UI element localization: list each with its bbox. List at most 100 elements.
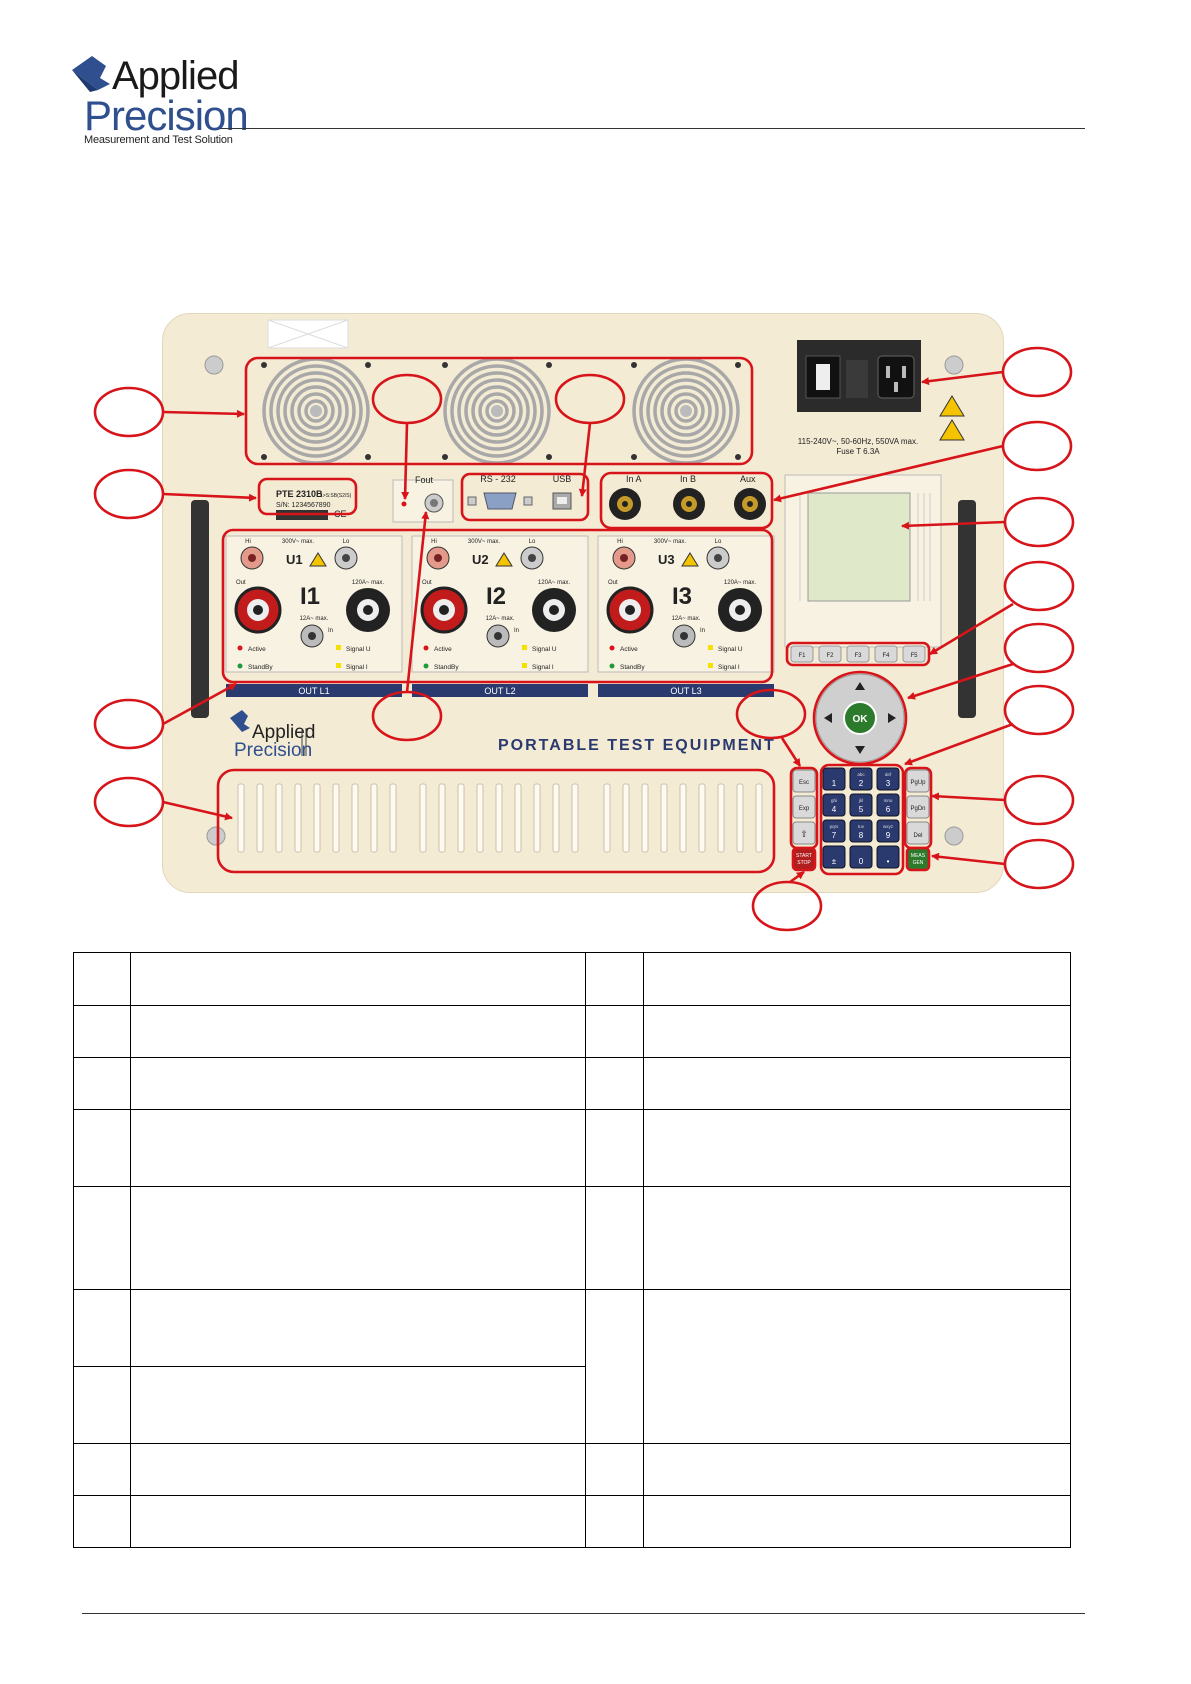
- active-led: [609, 645, 615, 651]
- svg-text:PgUp: PgUp: [910, 780, 926, 786]
- vent-slot: [370, 783, 378, 853]
- svg-text:GEN: GEN: [913, 860, 924, 866]
- vent-slot: [736, 783, 744, 853]
- ok-label: OK: [853, 714, 869, 725]
- svg-text:Out: Out: [422, 580, 432, 586]
- table-cell: [130, 1005, 586, 1058]
- svg-text:ghi: ghi: [831, 798, 837, 803]
- svg-text:6: 6: [886, 805, 891, 814]
- table-cell: [585, 1057, 644, 1110]
- svg-text:Signal I: Signal I: [346, 664, 368, 671]
- table-cell: [130, 1057, 586, 1110]
- arrow-up-icon: [855, 682, 865, 690]
- svg-text:Signal U: Signal U: [532, 646, 557, 653]
- ok-button: [843, 701, 877, 735]
- function-key: F1: [790, 645, 814, 663]
- table-cell: [585, 1005, 644, 1058]
- aux-label: Aux: [740, 474, 756, 484]
- svg-text:120A~ max.: 120A~ max.: [538, 580, 571, 586]
- vent-slot: [514, 783, 522, 853]
- function-key: F3: [846, 645, 870, 663]
- svg-text:300V~ max.: 300V~ max.: [654, 539, 687, 545]
- svg-text:4: 4: [832, 805, 837, 814]
- vent-slot: [495, 783, 503, 853]
- vent-slot: [641, 783, 649, 853]
- svg-text:PgDn: PgDn: [910, 806, 925, 812]
- svg-text:Hi: Hi: [245, 539, 251, 545]
- high-voltage-icon: [681, 552, 699, 567]
- in-b-label: In B: [680, 474, 696, 484]
- svg-text:Signal U: Signal U: [718, 646, 743, 653]
- table-row: [73, 1366, 1071, 1444]
- svg-text:Active: Active: [434, 646, 452, 653]
- power-spec-line1: 115-240V~, 50-60Hz, 550VA max.: [798, 437, 918, 446]
- function-key: F5: [902, 645, 926, 663]
- fout-label: Fout: [415, 475, 434, 485]
- signal-u-led: [522, 645, 527, 650]
- del-key: Del: [906, 821, 930, 845]
- vent-slot: [552, 783, 560, 853]
- svg-text:U3: U3: [658, 552, 675, 567]
- brand-word-applied: Applied: [252, 722, 315, 743]
- table-cell: [585, 1443, 644, 1496]
- output-label: OUT L1: [298, 686, 329, 696]
- svg-text:F4: F4: [882, 653, 890, 659]
- vent-slot: [438, 783, 446, 853]
- svg-text:5: 5: [859, 805, 864, 814]
- svg-text:mno: mno: [884, 798, 893, 803]
- legend-table: [73, 952, 1071, 1548]
- pgdn-key: PgDn: [906, 795, 930, 819]
- numeric-key: 1: [822, 767, 846, 791]
- svg-text:Lo: Lo: [529, 539, 536, 545]
- table-cell: [73, 1109, 131, 1187]
- vent-slot: [717, 783, 725, 853]
- logo-mark-icon: [72, 56, 110, 90]
- vent-slot: [294, 783, 302, 853]
- table-cell: [643, 1057, 1071, 1110]
- table-cell: [585, 1289, 644, 1444]
- table-cell: [130, 952, 586, 1006]
- svg-text:9: 9: [886, 831, 891, 840]
- svg-text:Lo: Lo: [343, 539, 350, 545]
- callout-arrows: [162, 370, 1014, 884]
- arrow-left-icon: [824, 713, 832, 723]
- svg-text:In: In: [514, 628, 519, 634]
- numeric-key: ±: [822, 845, 846, 869]
- svg-text:def: def: [885, 772, 892, 777]
- svg-text:Out: Out: [608, 580, 618, 586]
- vent-slot: [256, 783, 264, 853]
- svg-text:300V~ max.: 300V~ max.: [468, 539, 501, 545]
- svg-text:wxyz: wxyz: [883, 824, 894, 829]
- usb-label: USB: [553, 474, 572, 484]
- table-cell: [643, 1443, 1071, 1496]
- table-cell: [643, 1289, 1071, 1444]
- svg-text:Lo: Lo: [715, 539, 722, 545]
- ventilation-slots: [237, 783, 763, 853]
- start-stop-key: START STOP: [792, 847, 816, 871]
- header-rule: [220, 128, 1085, 129]
- arrow-down-icon: [855, 746, 865, 754]
- cooling-fans: [258, 357, 744, 465]
- svg-text:Signal U: Signal U: [346, 646, 371, 653]
- svg-text:F3: F3: [854, 653, 862, 659]
- in-a-label: In A: [626, 474, 642, 484]
- arrow-right-icon: [888, 713, 896, 723]
- active-led: [237, 645, 243, 651]
- table-cell: [643, 952, 1071, 1006]
- svg-text:300V~ max.: 300V~ max.: [282, 539, 315, 545]
- table-row: [73, 1186, 1071, 1290]
- right-handle: [958, 500, 976, 718]
- warning-triangle-icon: [939, 395, 965, 441]
- fout-led: [401, 501, 407, 507]
- brand-word-precision: Precision: [234, 740, 312, 761]
- power-spec-line2: Fuse T 6.3A: [836, 447, 880, 456]
- svg-text:I1: I1: [300, 583, 320, 610]
- svg-text:±: ±: [832, 857, 837, 866]
- svg-text:3: 3: [886, 779, 891, 788]
- vent-slot: [533, 783, 541, 853]
- svg-text:MEAS: MEAS: [911, 853, 926, 859]
